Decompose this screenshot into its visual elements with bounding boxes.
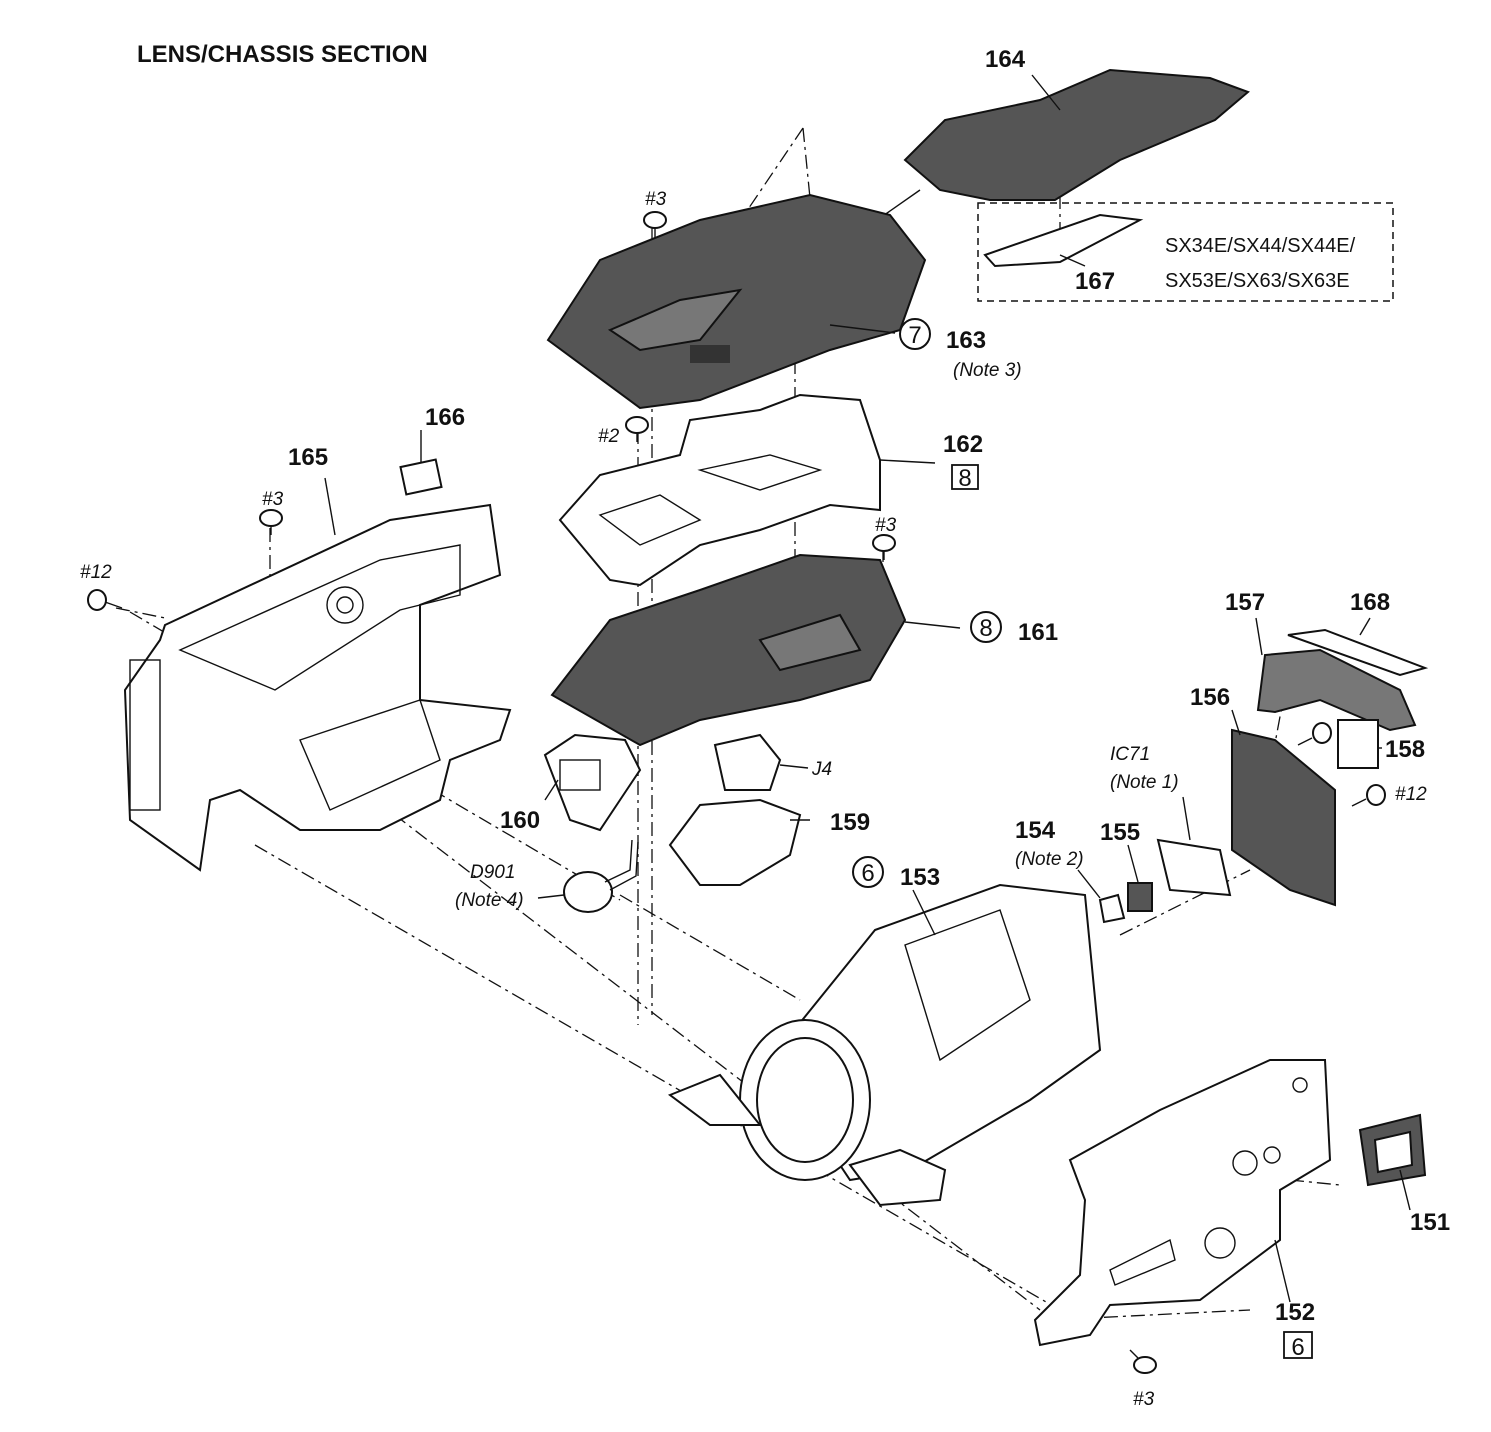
section-title: LENS/CHASSIS SECTION (137, 41, 428, 68)
lens-flex-cable (667, 1073, 763, 1126)
part-d901-led (563, 839, 639, 913)
note-d901: (Note 4) (455, 890, 524, 911)
label-166: 166 (425, 404, 465, 431)
label-153: 153 (900, 864, 940, 891)
label-164: 164 (985, 46, 1026, 73)
circled-ref-153-text: 6 (861, 860, 874, 887)
boxed-ref-162-text: 8 (958, 465, 971, 492)
note-ic71: (Note 1) (1110, 772, 1179, 793)
model-list-line1: SX34E/SX44/SX44E/ (1165, 235, 1356, 257)
screw-label-165: #3 (262, 489, 284, 510)
screw-152 (1129, 1349, 1157, 1374)
part-167-model-variant-box (977, 202, 1394, 302)
screw-162 (625, 416, 649, 442)
part-158-pad (1337, 719, 1379, 769)
circled-ref-153 (852, 856, 884, 888)
screw-156-a (1297, 722, 1332, 746)
screw-165-side (87, 589, 123, 611)
screw-label-152: #3 (1133, 1389, 1155, 1410)
label-152: 152 (1275, 1299, 1315, 1326)
label-154: 154 (1015, 817, 1056, 844)
boxed-ref-152 (1283, 1331, 1313, 1359)
screw-label-163: #3 (645, 189, 667, 210)
part-154-filter (1098, 893, 1126, 924)
label-156: 156 (1190, 684, 1230, 711)
screw-label-156: #12 (1395, 784, 1427, 805)
part-ic71-board (1156, 838, 1232, 897)
label-167: 167 (1075, 268, 1115, 295)
component-j4: J4 (811, 759, 832, 780)
screw-165 (259, 509, 283, 535)
screw-161 (872, 534, 896, 560)
screw-label-165-side: #12 (80, 562, 112, 583)
component-d901: D901 (470, 862, 515, 883)
part-160-switch (543, 733, 642, 832)
part-165-main-chassis (123, 503, 512, 872)
leader-lines (324, 74, 1411, 1303)
circled-ref-163-text: 7 (908, 322, 921, 349)
component-ic71: IC71 (1110, 744, 1150, 765)
label-165: 165 (288, 444, 328, 471)
part-157-shield (1256, 648, 1417, 732)
circled-ref-161-text: 8 (979, 615, 992, 642)
part-152-lens-bracket (1033, 1059, 1332, 1347)
label-163: 163 (946, 327, 986, 354)
label-168: 168 (1350, 589, 1390, 616)
part-155-ccd (1127, 882, 1153, 912)
screw-label-162: #2 (598, 426, 620, 447)
note-163: (Note 3) (953, 360, 1022, 381)
part-163-pcb-board (546, 193, 927, 410)
circled-ref-163 (899, 318, 931, 350)
screw-label-161: #3 (875, 515, 897, 536)
label-162: 162 (943, 431, 983, 458)
screw-163 (643, 211, 667, 238)
part-159-bracket (668, 733, 802, 886)
boxed-ref-162 (951, 464, 979, 490)
part-153-lens-block (739, 883, 1102, 1207)
note-154: (Note 2) (1015, 849, 1084, 870)
screw-156-b (1351, 784, 1386, 807)
circled-ref-161 (970, 611, 1002, 643)
label-160: 160 (500, 807, 540, 834)
label-155: 155 (1100, 819, 1140, 846)
label-159: 159 (830, 809, 870, 836)
label-157: 157 (1225, 589, 1265, 616)
label-158: 158 (1385, 736, 1425, 763)
part-151-window (1358, 1113, 1427, 1187)
part-156-sensor-plate (1231, 728, 1336, 907)
part-164-flex-cable (869, 68, 1250, 226)
label-151: 151 (1410, 1209, 1450, 1236)
boxed-ref-152-text: 6 (1291, 1334, 1304, 1361)
part-168-sheet (1287, 628, 1429, 677)
part-166-pad (399, 458, 443, 496)
model-list-line2: SX53E/SX63/SX63E (1165, 270, 1350, 292)
label-161: 161 (1018, 619, 1058, 646)
part-161-pcb-board (550, 553, 907, 747)
